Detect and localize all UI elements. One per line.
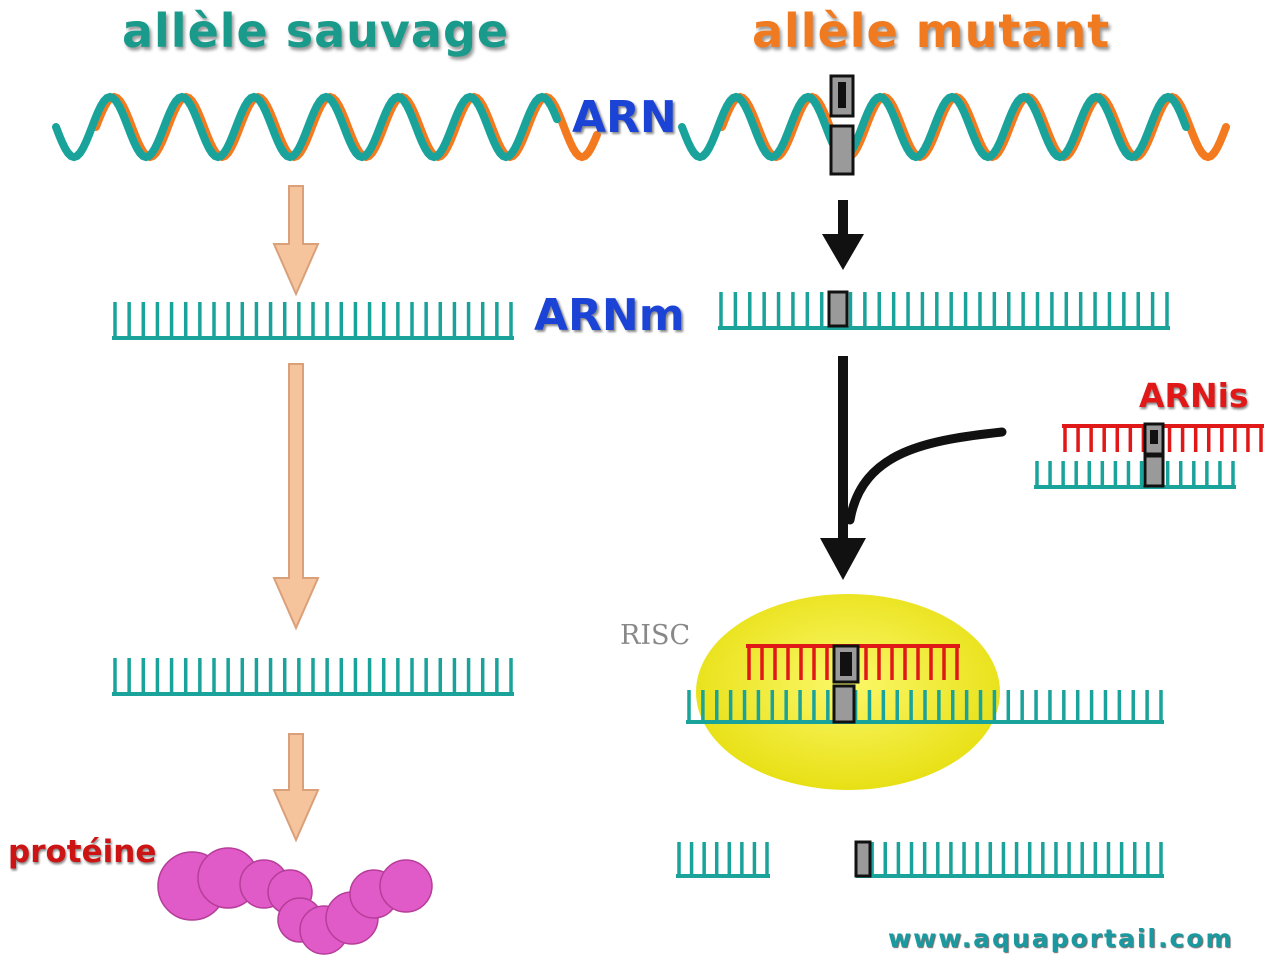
flow-arrow [272,363,320,631]
protein-label: protéine [8,834,157,870]
mrna-label: ARNm [534,290,685,341]
mutation-mark-sirna-core [1150,430,1158,444]
mutation-mark-sirna-bottom [1143,454,1165,488]
mutation-mark-risc-core [840,652,852,676]
risc-target-mrna [686,690,1164,724]
mutation-mark-dna-core [838,82,846,108]
expression-arrows-wild [272,185,320,843]
mrna-strand-wild [112,302,514,340]
arrow-head [822,234,864,270]
mutation-marks [827,74,1165,878]
protein-template-strand-wild [112,658,514,696]
mrna-strand-mutant [718,292,1170,330]
wild-allele-title: allèle sauvage [122,4,510,58]
mutation-mark-mrna [827,290,849,328]
mutation-mark-risc-bottom [832,684,856,724]
mutation-mark-cleaved [854,840,872,878]
flow-arrow [272,733,320,843]
dna-helix-wild [52,92,601,162]
sirna-label: ARNis [1139,376,1249,415]
mutation-mark-dna-bottom [829,124,855,176]
cleaved-fragment-left [676,842,770,878]
arrow-head [820,538,866,580]
dna-strand-teal [52,92,561,162]
protein-chain [157,847,433,955]
watermark-url: www.aquaportail.com [888,924,1234,953]
rna-label: ARN [572,92,677,143]
risc-label: RISC [620,620,691,651]
sirna-joining-arrow [845,427,1007,525]
dna-helix-mutant [678,92,1230,162]
amino-acid-bead [379,859,433,913]
rna-strands [112,292,1264,878]
sirna-antisense-strand [1034,461,1236,489]
dna-strand-teal [678,92,1190,162]
flow-arrow [272,185,320,297]
expression-arrows-mutant [820,200,1007,580]
cleaved-fragment-right [856,842,1164,878]
mutant-allele-title: allèle mutant [752,4,1111,58]
